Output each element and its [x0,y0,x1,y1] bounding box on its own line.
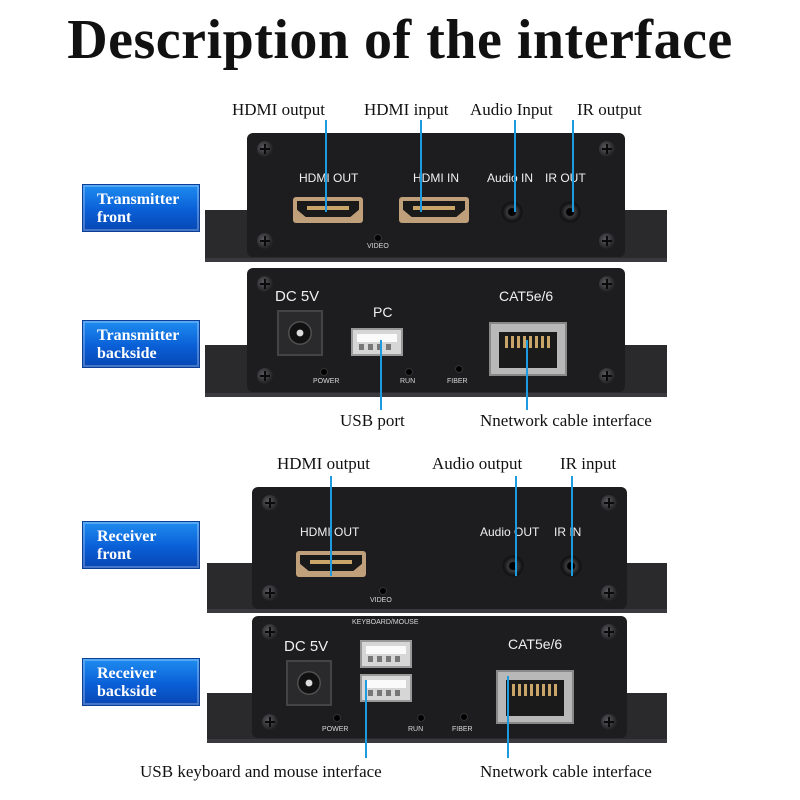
pointer-line [515,476,517,576]
label-video: VIDEO [370,597,392,604]
callout-audio-output: Audio output [432,454,523,473]
screw-icon [601,624,617,640]
callout-network-cable: Nnetwork cable interface [480,411,652,430]
pointer-line [514,120,516,212]
label-hdmi-in: HDMI IN [413,171,459,185]
screw-icon [262,585,278,601]
usb-port-icon [351,328,403,356]
label-power: POWER [322,726,349,733]
screw-icon [262,714,278,730]
pointer-line [325,120,327,212]
run-led [405,368,413,376]
badge-transmitter-front: Transmitter front [82,184,200,232]
screw-icon [599,368,615,384]
page-title: Description of the interface [67,9,733,71]
callout-ir-input: IR input [560,454,617,473]
rj45-port-icon [489,322,567,376]
badge-line2: backside [97,683,157,700]
receiver-back-panel: KEYBOARD/MOUSE DC 5V CAT5e/6 POWER RUN F… [252,616,627,738]
badge-line2: backside [97,345,157,362]
label-ir-out: IR OUT [545,171,586,185]
label-power: POWER [313,378,340,385]
screw-icon [257,276,273,292]
label-run: RUN [408,726,424,733]
pointer-line [330,476,332,576]
callout-hdmi-output: HDMI output [232,100,326,119]
label-cat: CAT5e/6 [499,288,554,304]
callout-usb-port: USB port [340,411,405,430]
callout-hdmi-input: HDMI input [364,100,449,119]
screw-icon [599,233,615,249]
label-pc: PC [373,304,393,320]
label-fiber: FIBER [452,726,473,733]
screw-icon [257,368,273,384]
screw-icon [262,624,278,640]
pointer-line [380,340,382,410]
pointer-line [365,680,367,758]
receiver-front-panel: HDMI OUT Audio OUT IR IN VIDEO [252,487,627,609]
callout-usb-keyboard-mouse: USB keyboard and mouse interface [140,762,382,781]
screw-icon [599,276,615,292]
badge-line1: Receiver [97,665,157,682]
transmitter-back-panel: DC 5V PC CAT5e/6 POWER RUN FIBER [247,268,625,392]
label-audio-in: Audio IN [487,171,534,185]
label-video: VIDEO [367,243,389,250]
badge-line2: front [97,546,132,563]
run-led [417,714,425,722]
video-led [374,234,382,242]
badge-transmitter-backside: Transmitter backside [82,320,200,368]
hdmi-in-port-icon [399,197,469,223]
badge-line1: Receiver [97,528,157,545]
label-dc-5v: DC 5V [275,288,320,305]
transmitter-front-panel: HDMI OUT HDMI IN Audio IN IR OUT VIDEO [247,133,625,257]
label-hdmi-out: HDMI OUT [300,525,360,539]
badge-line2: front [97,209,132,226]
callout-ir-output: IR output [577,100,642,119]
pointer-line [507,676,509,758]
power-led [333,714,341,722]
screw-icon [257,233,273,249]
label-ir-in: IR IN [554,525,582,539]
usb-port-icon [360,674,412,702]
label-hdmi-out: HDMI OUT [299,171,359,185]
dc-power-port-icon [286,660,332,706]
fiber-led [455,365,463,373]
callout-hdmi-output: HDMI output [277,454,371,473]
hdmi-out-port-icon [293,197,363,223]
callout-network-cable: Nnetwork cable interface [480,762,652,781]
rj45-port-icon [496,670,574,724]
callout-audio-input: Audio Input [470,100,553,119]
power-led [320,368,328,376]
pointer-line [420,120,422,212]
ir-out-jack-icon [559,201,581,223]
label-run: RUN [400,378,416,385]
audio-in-jack-icon [501,201,523,223]
audio-out-jack-icon [502,555,524,577]
badge-receiver-backside: Receiver backside [82,658,200,706]
screw-icon [601,714,617,730]
pointer-line [526,340,528,410]
badge-line1: Transmitter [97,327,180,344]
screw-icon [262,495,278,511]
label-audio-out: Audio OUT [480,525,540,539]
dc-power-port-icon [277,310,323,356]
screw-icon [599,141,615,157]
video-led [379,587,387,595]
screw-icon [601,585,617,601]
label-dc-5v: DC 5V [284,638,329,655]
badge-line1: Transmitter [97,191,180,208]
label-cat: CAT5e/6 [508,636,563,652]
screw-icon [257,141,273,157]
pointer-line [571,476,573,576]
label-keyboard-mouse: KEYBOARD/MOUSE [352,619,419,626]
usb-port-icon [360,640,412,668]
label-fiber: FIBER [447,378,468,385]
badge-receiver-front: Receiver front [82,521,200,569]
fiber-led [460,713,468,721]
pointer-line [572,120,574,212]
screw-icon [601,495,617,511]
